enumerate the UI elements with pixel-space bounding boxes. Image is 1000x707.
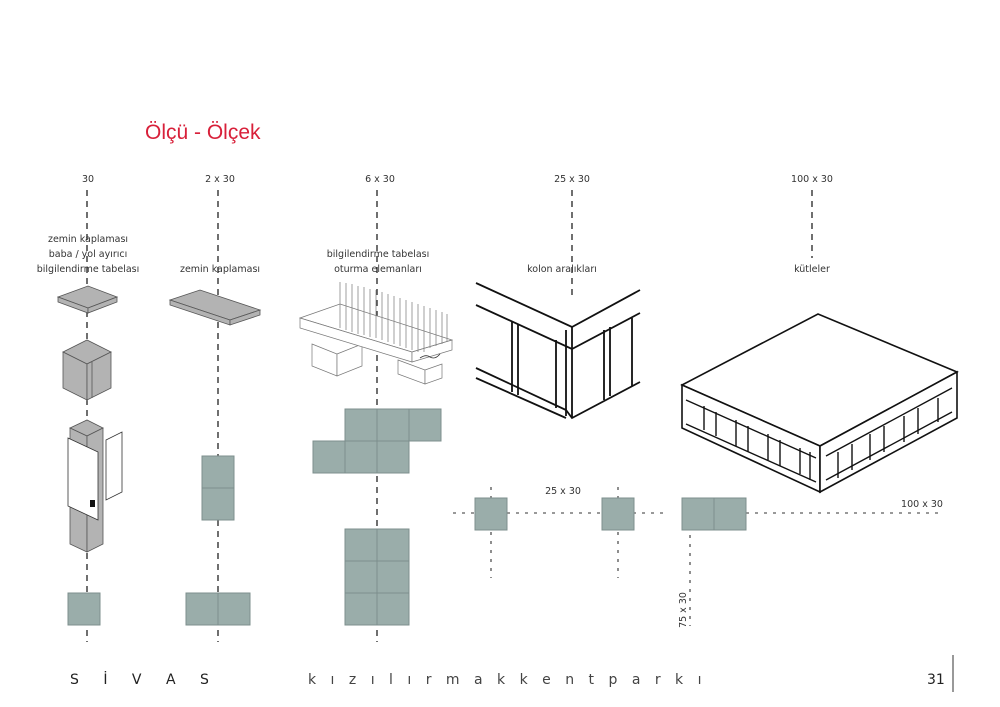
module-tile (376, 408, 410, 442)
grid-label-100x30: 100 x 30 (901, 499, 943, 510)
paving-slab-drawing (56, 285, 119, 314)
module-tile (344, 528, 378, 562)
module-tile (344, 592, 378, 626)
bench-drawing (298, 282, 454, 385)
column-2-description: zemin kaplaması (180, 264, 260, 275)
module-tile (474, 497, 508, 531)
column-frame-drawing (475, 282, 641, 420)
column-3-description: bilgilendirme tabelası oturma elemanları (327, 249, 429, 275)
scale-label-25x30: 25 x 30 (554, 174, 590, 185)
paving-slab-2x-drawing (168, 289, 262, 326)
page-number: 31 (927, 672, 945, 688)
module-tile (185, 592, 219, 626)
module-tile (376, 560, 410, 594)
column-5-description: kütleler (794, 264, 830, 275)
module-tile (601, 497, 635, 531)
module-tile (408, 408, 442, 442)
svg-text:bilgilendirme tabelası: bilgilendirme tabelası (327, 249, 429, 260)
module-tile (681, 497, 715, 531)
mass-block-drawing (680, 313, 959, 494)
footer-city: S İ V A S (70, 670, 210, 688)
footer-park: k ı z ı l ı r m a k k e n t p a r k ı (308, 672, 702, 688)
module-tile (201, 455, 235, 489)
module-tile (376, 528, 410, 562)
module-tile (312, 440, 346, 474)
module-tile (376, 592, 410, 626)
svg-text:oturma elemanları: oturma elemanları (334, 264, 422, 275)
scale-label-100x30: 100 x 30 (791, 174, 833, 185)
module-tile (713, 497, 747, 531)
scale-label-6x30: 6 x 30 (365, 174, 395, 185)
scale-label-2x30: 2 x 30 (205, 174, 235, 185)
module-tile (217, 592, 251, 626)
module-tile (201, 487, 235, 521)
bollard-drawing (62, 339, 112, 401)
grid-label-75x30: 75 x 30 (678, 592, 689, 628)
svg-text:baba / yol ayırıcı: baba / yol ayırıcı (49, 249, 128, 260)
svg-text:bilgilendirme tabelası: bilgilendirme tabelası (37, 264, 139, 275)
page-title: Ölçü - Ölçek (145, 121, 261, 144)
module-tile (344, 560, 378, 594)
module-tile (344, 408, 378, 442)
column-1-description: zemin kaplaması baba / yol ayırıcı bilgi… (37, 234, 139, 275)
module-tile (344, 440, 378, 474)
grid-label-25x30: 25 x 30 (545, 486, 581, 497)
column-4-description: kolon aralıkları (527, 264, 597, 275)
module-tile (67, 592, 101, 626)
signage-totem-drawing (67, 419, 123, 553)
svg-text:zemin kaplaması: zemin kaplaması (48, 234, 128, 245)
scale-label-30: 30 (82, 174, 94, 185)
module-tile (376, 440, 410, 474)
